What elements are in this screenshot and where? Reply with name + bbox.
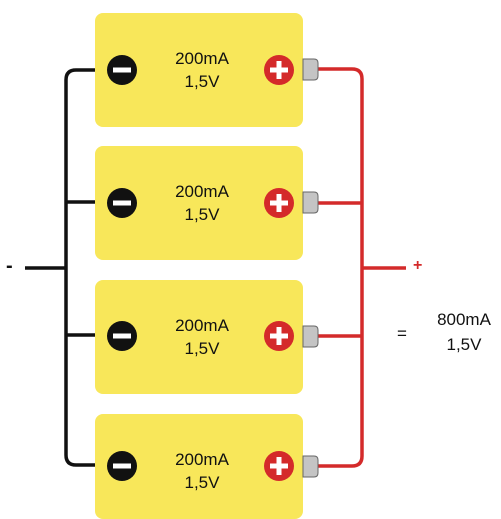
cell-3-label: 200mA 1,5V (162, 317, 242, 357)
battery-cell-3 (95, 280, 319, 394)
result-label: 800mA 1,5V (426, 311, 501, 353)
cell-4-current: 200mA (175, 450, 229, 469)
cell-4-voltage: 1,5V (184, 473, 220, 492)
cell-1-voltage: 1,5V (184, 72, 220, 91)
battery-cell-4 (95, 414, 319, 519)
cell-1-label: 200mA 1,5V (162, 50, 242, 90)
cell-3-current: 200mA (175, 316, 229, 335)
cell-2-current: 200mA (175, 182, 229, 201)
cell-2-voltage: 1,5V (184, 205, 220, 224)
negative-sign: - (6, 255, 13, 277)
result-current: 800mA (437, 310, 491, 329)
cell-3-voltage: 1,5V (184, 339, 220, 358)
battery-cell-1 (95, 13, 319, 127)
result-voltage: 1,5V (446, 335, 482, 354)
negative-bus-wire (64, 68, 110, 467)
positive-bus-wire (318, 67, 364, 468)
battery-cell-2 (95, 146, 319, 260)
cell-2-label: 200mA 1,5V (162, 183, 242, 223)
equals-sign: = (397, 324, 407, 343)
cell-1-current: 200mA (175, 49, 229, 68)
cell-4-label: 200mA 1,5V (162, 451, 242, 491)
positive-sign: + (413, 257, 423, 274)
